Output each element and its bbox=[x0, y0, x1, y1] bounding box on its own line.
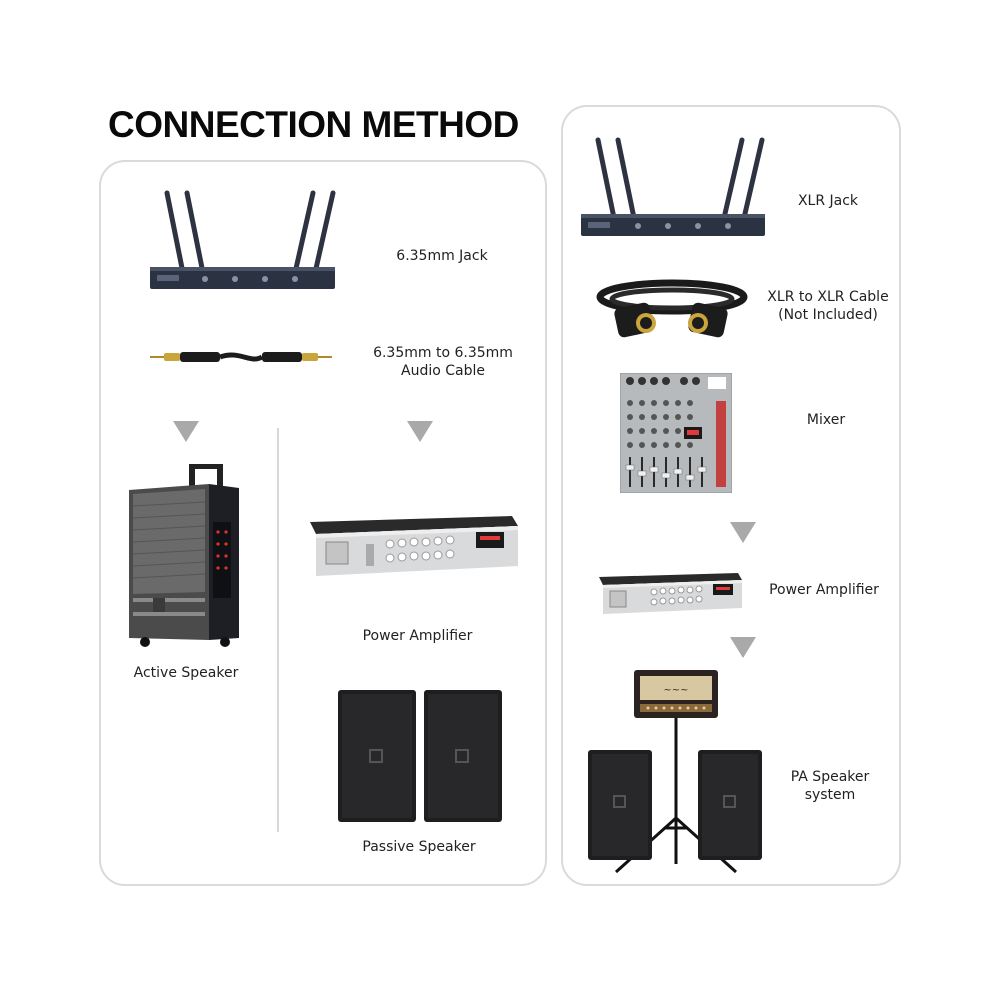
active-speaker-label: Active Speaker bbox=[133, 665, 239, 681]
down-arrow-icon bbox=[730, 522, 756, 543]
down-arrow-icon bbox=[730, 637, 756, 658]
svg-text:~~~: ~~~ bbox=[663, 685, 688, 696]
xlr-cable-label: XLR to XLR Cable (Not Included) bbox=[767, 289, 889, 323]
pa-speaker-system-label: PA Speaker system bbox=[790, 769, 870, 803]
guitar-amp-icon: ~~~ bbox=[634, 670, 718, 718]
power-amplifier-icon bbox=[310, 516, 518, 576]
wireless-receiver-icon bbox=[581, 137, 765, 236]
wireless-receiver-icon bbox=[150, 190, 336, 289]
audio-cable-label: 6.35mm to 6.35mm Audio Cable bbox=[373, 345, 513, 379]
down-arrow-icon bbox=[173, 421, 199, 442]
receiver-jack-label: 6.35mm Jack bbox=[396, 248, 488, 264]
passive-speaker-label: Passive Speaker bbox=[362, 839, 476, 855]
power-amplifier-label: Power Amplifier bbox=[769, 582, 879, 598]
power-amplifier-label: Power Amplifier bbox=[362, 628, 473, 644]
power-amplifier-icon bbox=[599, 573, 742, 614]
column-divider bbox=[277, 428, 279, 832]
xlr-cable-icon bbox=[596, 279, 748, 338]
xlr-jack-label: XLR Jack bbox=[797, 193, 859, 209]
passive-speaker-icon bbox=[338, 690, 502, 822]
down-arrow-icon bbox=[407, 421, 433, 442]
mixer-label: Mixer bbox=[806, 412, 846, 428]
audio-cable-icon bbox=[150, 352, 332, 362]
page-title: CONNECTION METHOD bbox=[108, 104, 519, 145]
mixer-icon bbox=[620, 373, 732, 493]
pa-speaker-system-icon: ~~~ bbox=[588, 670, 762, 874]
active-speaker-icon bbox=[129, 464, 239, 647]
